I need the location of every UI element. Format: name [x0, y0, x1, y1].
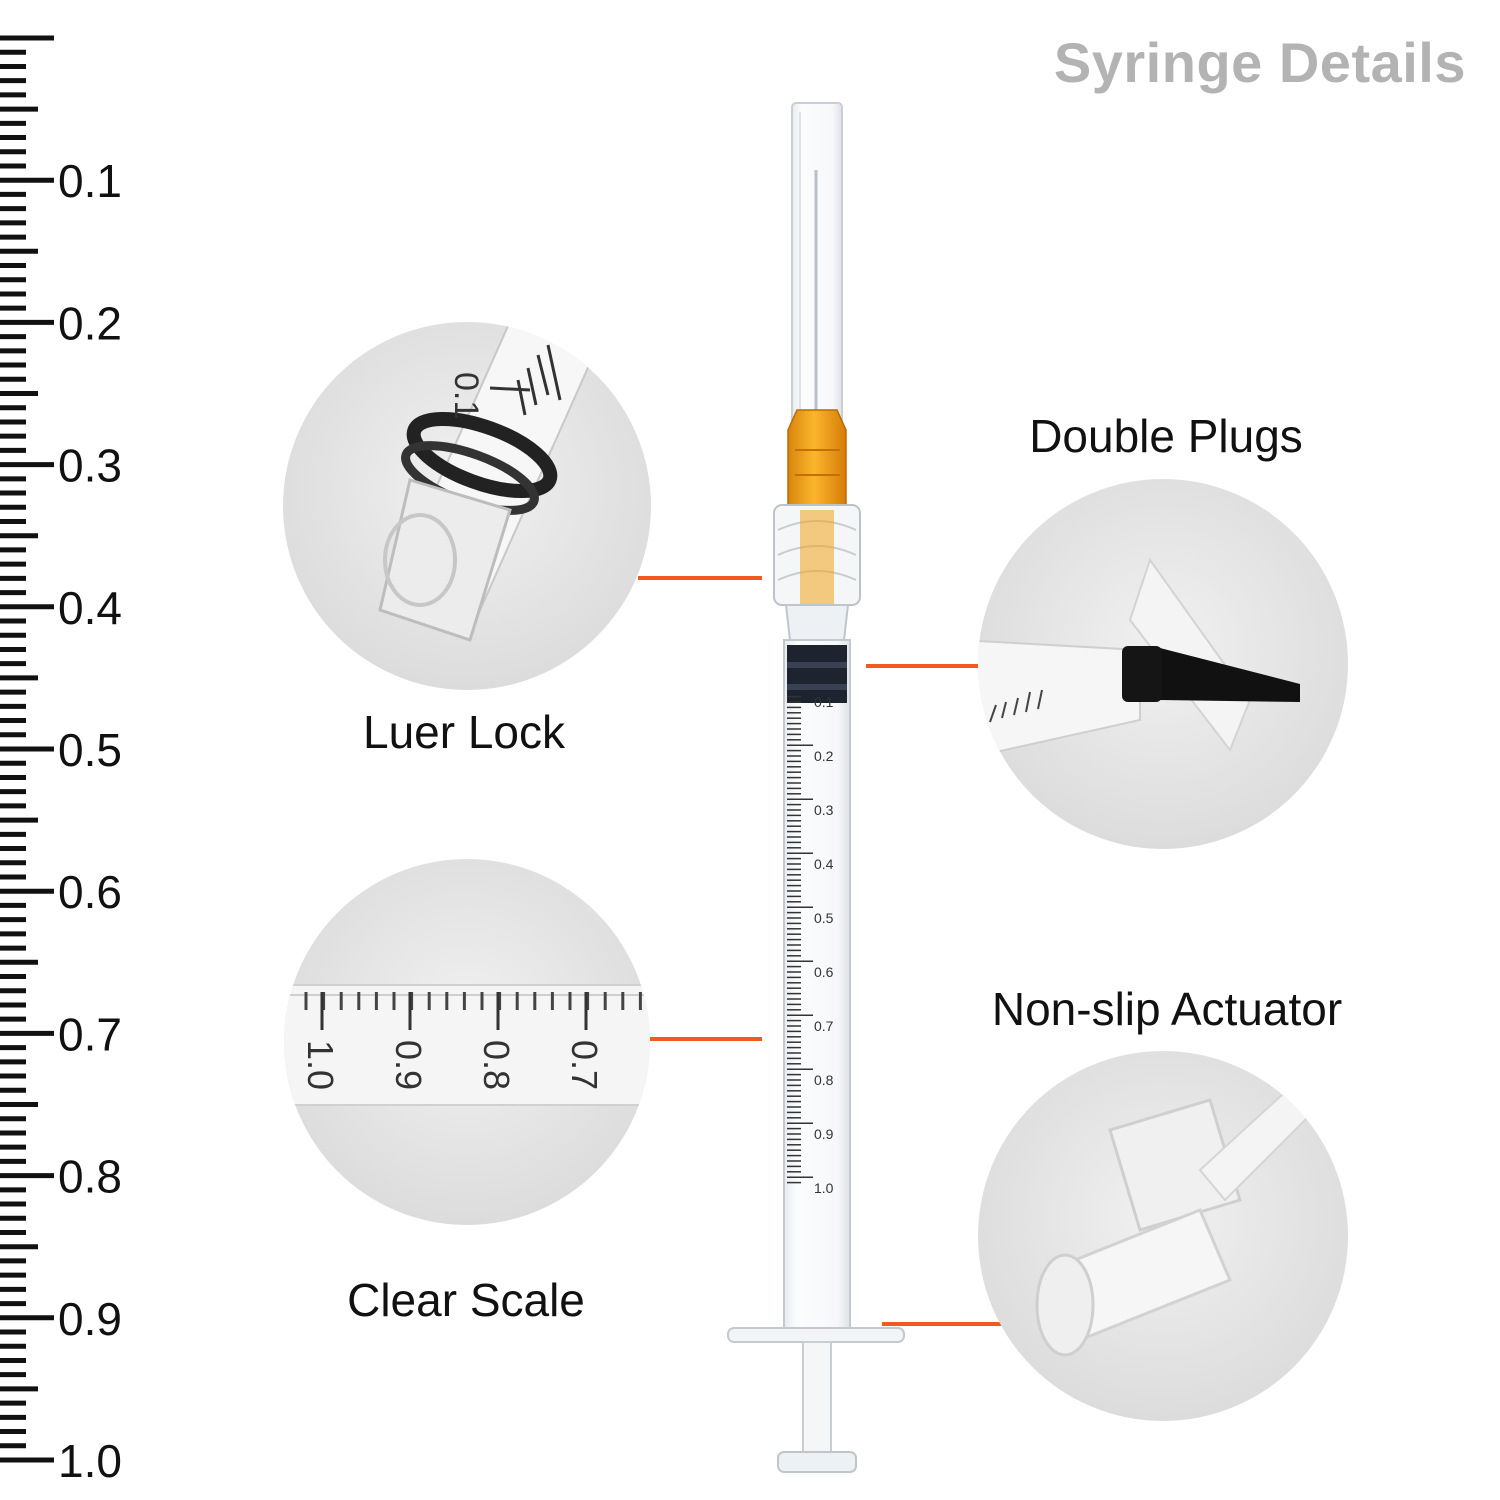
barrel-scale-label: 0.2	[814, 748, 834, 764]
black-plug-icon	[1124, 648, 1300, 702]
double-plugs-label: Double Plugs	[1029, 410, 1303, 462]
luer-lock-label: Luer Lock	[363, 706, 566, 758]
barrel-scale-label: 0.5	[814, 910, 834, 926]
plunger-rod	[802, 1341, 832, 1461]
barrel-scale-label: 0.8	[814, 1072, 834, 1088]
ruler-label: 0.4	[58, 582, 122, 634]
non-slip-actuator-label: Non-slip Actuator	[992, 983, 1342, 1035]
zoom-scale-label: 0.9	[388, 1040, 429, 1090]
plunger-stopper	[787, 645, 847, 703]
barrel-scale-label: 0.9	[814, 1126, 834, 1142]
syringe: 0.1 0.2 0.3 0.4 0.5 0.6 0.7 0.8 0.9 1.0	[727, 102, 905, 1473]
zoom-scale-label: 0.7	[564, 1040, 605, 1090]
zoom-scale-label: 1.0	[300, 1040, 341, 1090]
ruler-label: 0.3	[58, 440, 122, 492]
page-title: Syringe Details	[1053, 31, 1466, 94]
ruler-label: 0.1	[58, 155, 122, 207]
ruler-label: 0.9	[58, 1293, 122, 1345]
luer-lock-zoom: 0.1	[283, 322, 651, 690]
needle-hub	[787, 409, 847, 511]
ruler-label: 0.7	[58, 1008, 122, 1060]
barrel-scale: 0.1 0.2 0.3 0.4 0.5 0.6 0.7 0.8 0.9 1.0	[787, 694, 834, 1196]
ruler-label: 0.6	[58, 866, 122, 918]
ruler-label: 0.8	[58, 1151, 122, 1203]
barrel-scale-label: 0.4	[814, 856, 834, 872]
barrel-scale-label: 0.1	[814, 694, 834, 710]
zoom-scale-label: 0.8	[476, 1040, 517, 1090]
finger-flange	[727, 1327, 905, 1343]
double-plugs-zoom	[978, 479, 1348, 849]
barrel-scale-label: 0.6	[814, 964, 834, 980]
barrel-scale-label: 0.3	[814, 802, 834, 818]
clear-scale-label: Clear Scale	[347, 1274, 585, 1326]
ruler-label: 1.0	[58, 1435, 122, 1487]
left-ruler: 0.1 0.2 0.3 0.4 0.5 0.6 0.7 0.8 0.9 1.0	[0, 35, 122, 1487]
thumb-press	[777, 1451, 857, 1473]
luer-zoom-scale-label: 0.1	[447, 372, 485, 419]
ruler-label: 0.2	[58, 297, 122, 349]
barrel-scale-label: 0.7	[814, 1018, 834, 1034]
ruler-label: 0.5	[58, 724, 122, 776]
syringe-barrel	[783, 639, 851, 1331]
barrel-scale-label: 1.0	[814, 1180, 834, 1196]
clear-scale-zoom: 1.0 0.9 0.8 0.7	[284, 859, 650, 1225]
actuator-zoom	[978, 1051, 1348, 1421]
